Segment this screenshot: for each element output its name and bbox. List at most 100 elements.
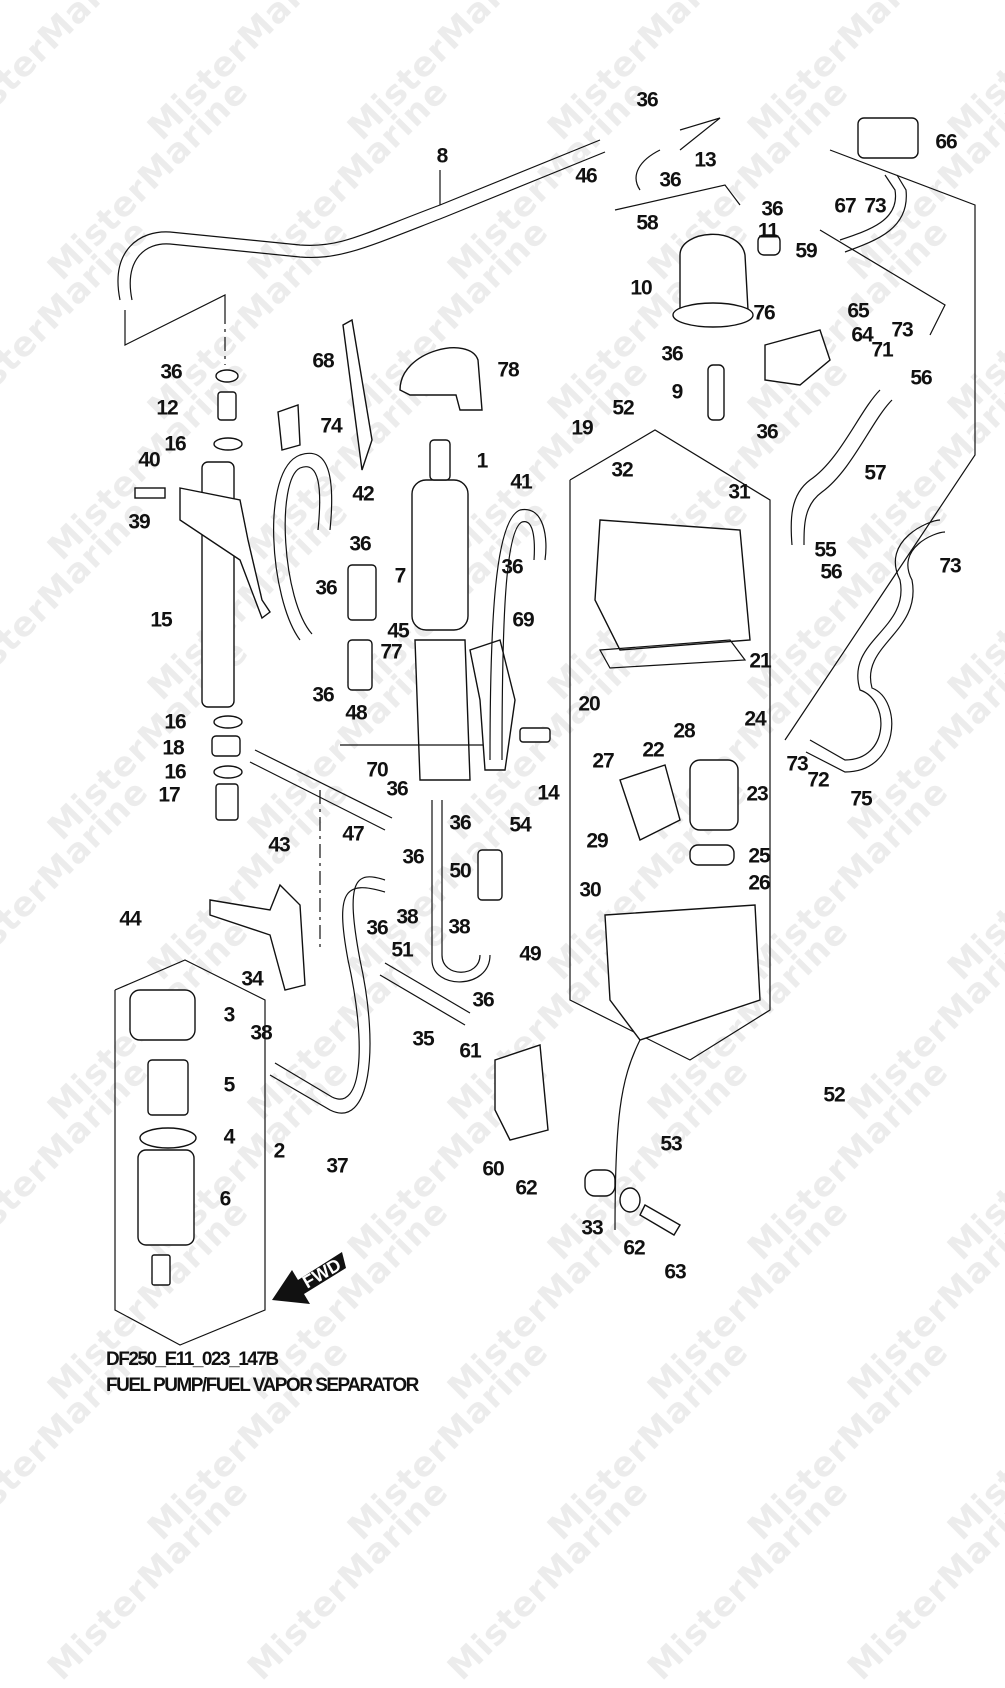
callout-48[interactable]: 48: [345, 701, 367, 725]
callout-76[interactable]: 76: [753, 301, 775, 325]
callout-64[interactable]: 64: [851, 323, 873, 347]
callout-10[interactable]: 10: [630, 276, 652, 300]
callout-24[interactable]: 24: [744, 707, 766, 731]
callout-16[interactable]: 16: [164, 432, 186, 456]
callout-51[interactable]: 51: [391, 938, 413, 962]
callout-66[interactable]: 66: [935, 130, 957, 154]
callout-36[interactable]: 36: [386, 777, 408, 801]
callout-34[interactable]: 34: [241, 967, 263, 991]
callout-58[interactable]: 58: [636, 211, 658, 235]
callout-73[interactable]: 73: [864, 194, 886, 218]
callout-73[interactable]: 73: [891, 318, 913, 342]
callout-28[interactable]: 28: [673, 719, 695, 743]
callout-15[interactable]: 15: [150, 608, 172, 632]
callout-13[interactable]: 13: [694, 148, 716, 172]
callout-2[interactable]: 2: [273, 1139, 286, 1163]
callout-38[interactable]: 38: [250, 1021, 272, 1045]
callout-8[interactable]: 8: [436, 144, 449, 168]
callout-36[interactable]: 36: [761, 197, 783, 221]
callout-61[interactable]: 61: [459, 1039, 481, 1063]
callout-52[interactable]: 52: [823, 1083, 845, 1107]
callout-42[interactable]: 42: [352, 482, 374, 506]
callout-55[interactable]: 55: [814, 538, 836, 562]
callout-71[interactable]: 71: [871, 338, 893, 362]
callout-38[interactable]: 38: [448, 915, 470, 939]
callout-54[interactable]: 54: [509, 813, 531, 837]
callout-33[interactable]: 33: [581, 1216, 603, 1240]
callout-17[interactable]: 17: [158, 783, 180, 807]
callout-77[interactable]: 77: [380, 640, 402, 664]
callout-25[interactable]: 25: [748, 844, 770, 868]
callout-65[interactable]: 65: [847, 299, 869, 323]
callout-38[interactable]: 38: [396, 905, 418, 929]
callout-35[interactable]: 35: [412, 1027, 434, 1051]
callout-1[interactable]: 1: [476, 449, 489, 473]
callout-68[interactable]: 68: [312, 349, 334, 373]
callout-21[interactable]: 21: [749, 649, 771, 673]
callout-26[interactable]: 26: [748, 871, 770, 895]
callout-63[interactable]: 63: [664, 1260, 686, 1284]
callout-50[interactable]: 50: [449, 859, 471, 883]
callout-29[interactable]: 29: [586, 829, 608, 853]
callout-57[interactable]: 57: [864, 461, 886, 485]
callout-73[interactable]: 73: [939, 554, 961, 578]
callout-36[interactable]: 36: [756, 420, 778, 444]
callout-11[interactable]: 11: [757, 219, 779, 243]
callout-46[interactable]: 46: [575, 164, 597, 188]
callout-5[interactable]: 5: [223, 1073, 236, 1097]
callout-75[interactable]: 75: [850, 787, 872, 811]
callout-62[interactable]: 62: [623, 1236, 645, 1260]
callout-14[interactable]: 14: [537, 781, 559, 805]
callout-70[interactable]: 70: [366, 758, 388, 782]
callout-19[interactable]: 19: [571, 416, 593, 440]
callout-36[interactable]: 36: [659, 168, 681, 192]
callout-31[interactable]: 31: [728, 480, 750, 504]
callout-18[interactable]: 18: [162, 736, 184, 760]
callout-69[interactable]: 69: [512, 608, 534, 632]
callout-56[interactable]: 56: [820, 560, 842, 584]
callout-47[interactable]: 47: [342, 822, 364, 846]
callout-73[interactable]: 73: [786, 752, 808, 776]
callout-36[interactable]: 36: [636, 88, 658, 112]
callout-36[interactable]: 36: [160, 360, 182, 384]
callout-36[interactable]: 36: [501, 555, 523, 579]
callout-37[interactable]: 37: [326, 1154, 348, 1178]
callout-36[interactable]: 36: [315, 576, 337, 600]
callout-36[interactable]: 36: [402, 845, 424, 869]
callout-40[interactable]: 40: [138, 448, 160, 472]
callout-67[interactable]: 67: [834, 194, 856, 218]
callout-52[interactable]: 52: [612, 396, 634, 420]
callout-3[interactable]: 3: [223, 1003, 236, 1027]
callout-27[interactable]: 27: [592, 749, 614, 773]
callout-49[interactable]: 49: [519, 942, 541, 966]
callout-36[interactable]: 36: [366, 916, 388, 940]
callout-53[interactable]: 53: [660, 1132, 682, 1156]
callout-44[interactable]: 44: [119, 907, 141, 931]
callout-56[interactable]: 56: [910, 366, 932, 390]
callout-36[interactable]: 36: [449, 811, 471, 835]
callout-45[interactable]: 45: [387, 619, 409, 643]
callout-74[interactable]: 74: [320, 414, 342, 438]
callout-62[interactable]: 62: [515, 1176, 537, 1200]
callout-36[interactable]: 36: [349, 532, 371, 556]
callout-12[interactable]: 12: [156, 396, 178, 420]
callout-60[interactable]: 60: [482, 1157, 504, 1181]
callout-4[interactable]: 4: [223, 1125, 236, 1149]
callout-41[interactable]: 41: [510, 470, 532, 494]
callout-20[interactable]: 20: [578, 692, 600, 716]
callout-6[interactable]: 6: [219, 1187, 232, 1211]
callout-22[interactable]: 22: [642, 738, 664, 762]
callout-43[interactable]: 43: [268, 833, 290, 857]
callout-36[interactable]: 36: [661, 342, 683, 366]
callout-59[interactable]: 59: [795, 239, 817, 263]
callout-78[interactable]: 78: [497, 358, 519, 382]
callout-23[interactable]: 23: [746, 782, 768, 806]
callout-16[interactable]: 16: [164, 760, 186, 784]
callout-9[interactable]: 9: [671, 380, 684, 404]
callout-7[interactable]: 7: [394, 564, 407, 588]
callout-72[interactable]: 72: [807, 768, 829, 792]
callout-30[interactable]: 30: [579, 878, 601, 902]
callout-39[interactable]: 39: [128, 510, 150, 534]
callout-36[interactable]: 36: [312, 683, 334, 707]
callout-32[interactable]: 32: [611, 458, 633, 482]
